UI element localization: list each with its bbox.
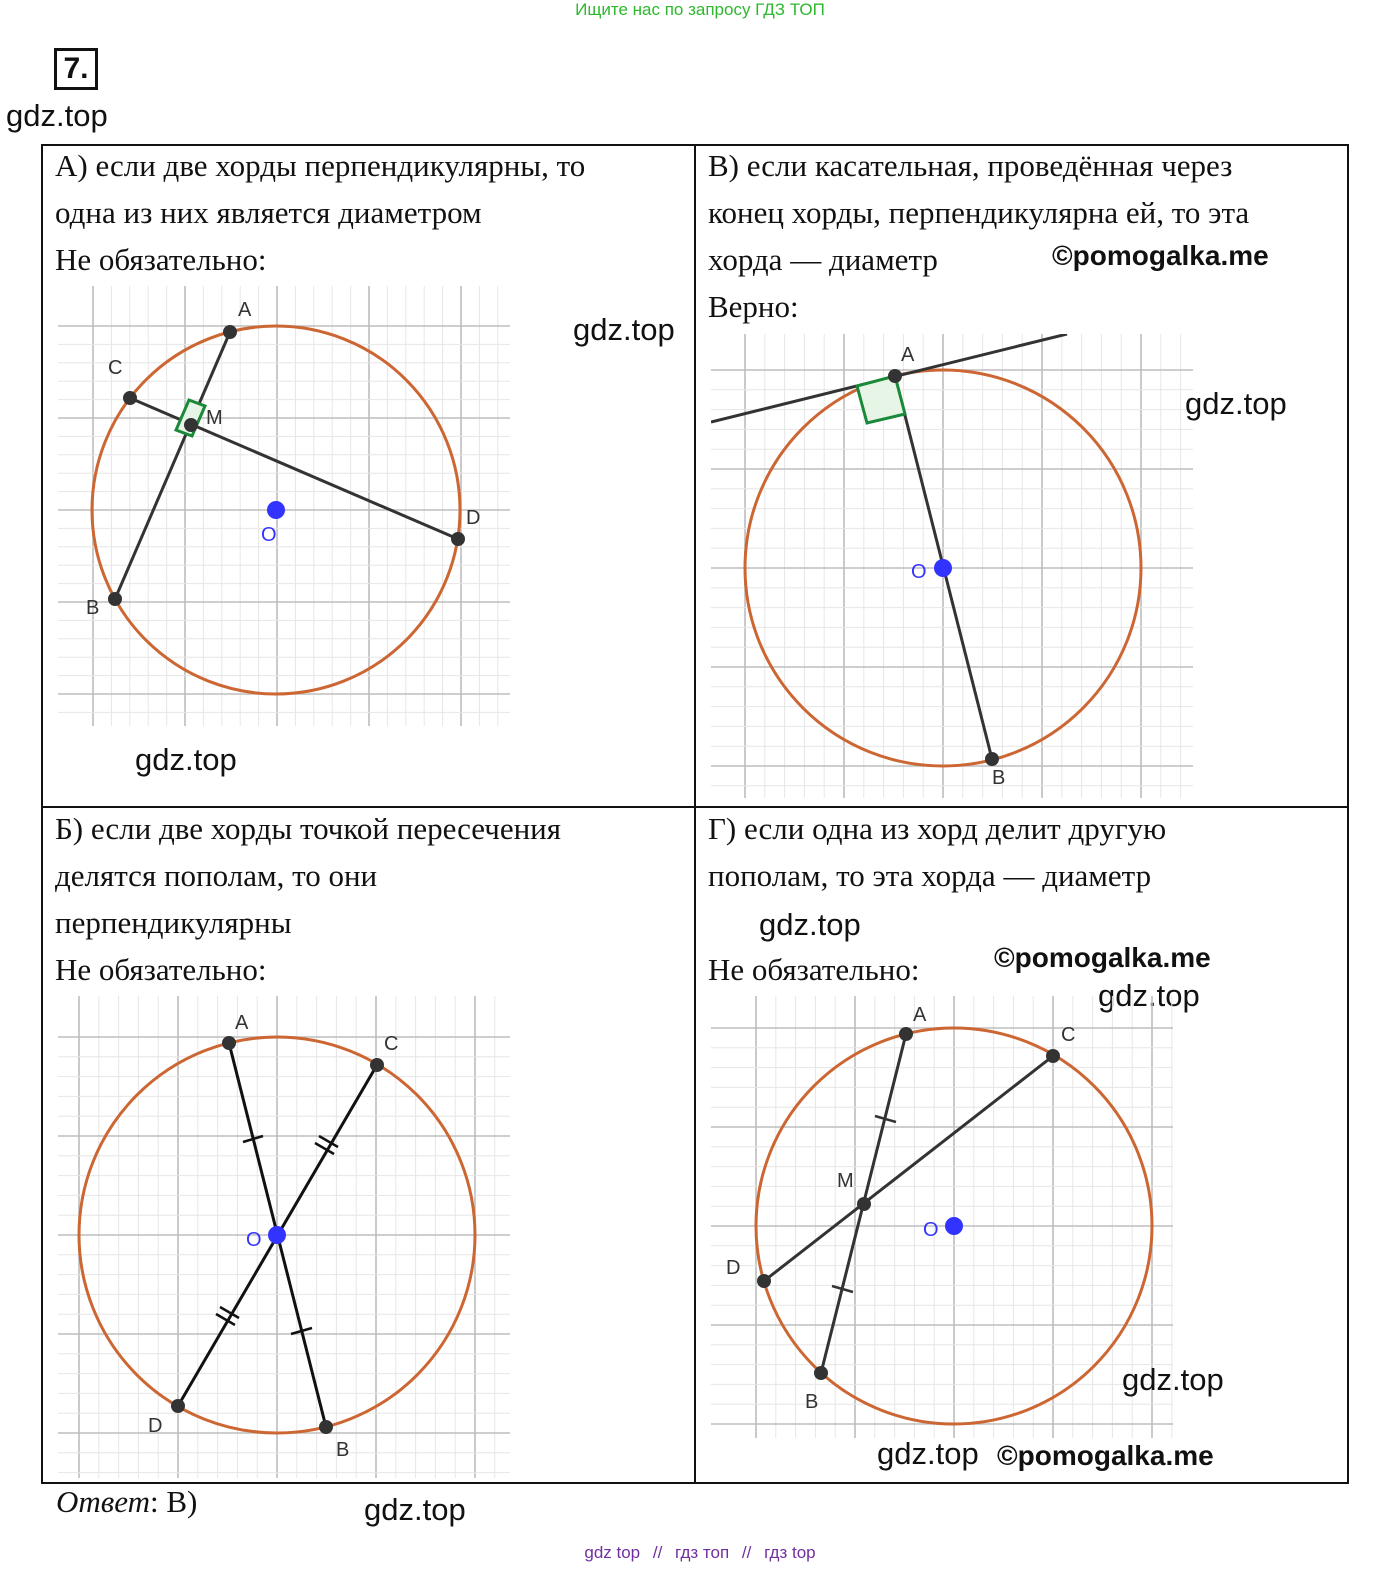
cell-v-line2: конец хорды, перпендикулярна ей, то эта (708, 195, 1250, 230)
watermark-pomogalka-2: ©pomogalka.me (994, 942, 1211, 973)
label-a: A (913, 1004, 927, 1026)
site-watermark-top: gdz.top (6, 98, 108, 133)
center-o (268, 1226, 286, 1244)
center-o (934, 559, 952, 577)
label-d: D (148, 1415, 162, 1437)
tick-od-2 (219, 1305, 240, 1320)
watermark-g1: gdz.top (759, 907, 861, 942)
point-a (223, 325, 237, 339)
right-angle-mark (855, 374, 907, 425)
watermark-g2: gdz.top (1098, 978, 1200, 1013)
figure-g-circle (754, 1026, 1154, 1426)
point-a (888, 369, 902, 383)
label-c: C (1061, 1024, 1075, 1046)
center-o (267, 501, 285, 519)
label-c: C (384, 1033, 398, 1055)
label-m: M (837, 1170, 854, 1192)
cell-b-line2: делятся пополам, то они (55, 858, 378, 893)
tick-co-1 (314, 1141, 335, 1156)
point-m (857, 1197, 871, 1211)
watermark-g4: gdz.top (877, 1436, 979, 1471)
point-a (222, 1036, 236, 1050)
table-divider-vertical (694, 144, 696, 1484)
point-b (814, 1366, 828, 1380)
point-c (123, 391, 137, 405)
answer-colon: : (149, 1484, 159, 1519)
watermark-a1: gdz.top (573, 312, 675, 347)
cell-b-line3: перпендикулярны (55, 905, 292, 940)
center-o (945, 1217, 963, 1235)
cell-v-verdict: Верно: (708, 289, 799, 324)
answer-value: В) (158, 1484, 198, 1519)
label-c: C (108, 357, 122, 379)
label-b: B (992, 767, 1005, 789)
figure-a: A B C D M O (58, 286, 510, 726)
answer-label: Ответ (56, 1484, 150, 1519)
label-b: B (336, 1439, 349, 1461)
label-d: D (726, 1257, 740, 1279)
label-o: O (923, 1219, 939, 1241)
watermark-pomogalka-1: ©pomogalka.me (1052, 240, 1269, 271)
point-b (985, 752, 999, 766)
point-c (370, 1058, 384, 1072)
watermark-v1: gdz.top (1185, 386, 1287, 421)
figure-a-circle (90, 324, 462, 696)
cell-b-line1: Б) если две хорды точкой пересечения (55, 811, 562, 846)
footer-link-2[interactable]: гдз топ (675, 1543, 730, 1562)
label-a: A (238, 299, 252, 321)
cell-a-verdict: Не обязательно: (55, 242, 267, 277)
label-d: D (466, 507, 480, 529)
tick-am (874, 1114, 897, 1124)
point-d (757, 1274, 771, 1288)
point-b (319, 1420, 333, 1434)
point-c (1046, 1049, 1060, 1063)
point-d (451, 532, 465, 546)
tick-ob (290, 1326, 313, 1336)
figure-v: A B O (711, 334, 1193, 798)
label-b: B (805, 1391, 818, 1413)
answer: Ответ: В) (56, 1484, 197, 1520)
footer-link-1[interactable]: gdz top (584, 1543, 641, 1562)
watermark-answer: gdz.top (364, 1492, 466, 1527)
watermark-pomogalka-3: ©pomogalka.me (997, 1440, 1214, 1471)
tick-mb (831, 1284, 854, 1294)
figure-b-circle (77, 1035, 477, 1435)
table-divider-horizontal (41, 806, 1349, 808)
label-o: O (261, 524, 277, 546)
cell-g-verdict: Не обязательно: (708, 952, 920, 987)
point-a (899, 1027, 913, 1041)
label-a: A (901, 344, 915, 366)
figure-g: A B C D M O (711, 996, 1173, 1438)
cell-v-line1: В) если касательная, проведённая через (708, 148, 1233, 183)
label-a: A (235, 1012, 249, 1034)
watermark-a2: gdz.top (135, 742, 237, 777)
point-b (108, 592, 122, 606)
tick-ao (242, 1134, 264, 1144)
chord-ab (113, 331, 232, 600)
cell-a-line2: одна из них является диаметром (55, 195, 482, 230)
cell-b-verdict: Не обязательно: (55, 952, 267, 987)
footer-sep-1: // (652, 1543, 663, 1562)
cell-a-line1: А) если две хорды перпендикулярны, то (55, 148, 586, 183)
chord-cd (763, 1054, 1054, 1283)
label-b: B (86, 597, 99, 619)
figure-v-circle (743, 368, 1143, 768)
footer-link-3[interactable]: гдз top (764, 1543, 816, 1562)
cell-g-line2: пополам, то эта хорда — диаметр (708, 858, 1152, 893)
watermark-g3: gdz.top (1122, 1362, 1224, 1397)
label-o: O (246, 1229, 262, 1251)
cell-v-line3: хорда — диаметр (708, 242, 938, 277)
search-hint: Ищите нас по запросу ГДЗ ТОП (575, 0, 825, 19)
figure-b: A B C D O (58, 996, 510, 1478)
cell-g-line1: Г) если одна из хорд делит другую (708, 811, 1167, 846)
tick-od-1 (215, 1312, 236, 1327)
point-m (184, 418, 198, 432)
label-o: O (911, 561, 927, 583)
footer-sep-2: // (741, 1543, 752, 1562)
problem-number: 7. (54, 48, 98, 90)
point-d (171, 1399, 185, 1413)
label-m: M (206, 407, 223, 429)
footer-links: gdz top // гдз топ // гдз top (0, 1543, 1400, 1563)
tick-co-2 (318, 1134, 339, 1149)
